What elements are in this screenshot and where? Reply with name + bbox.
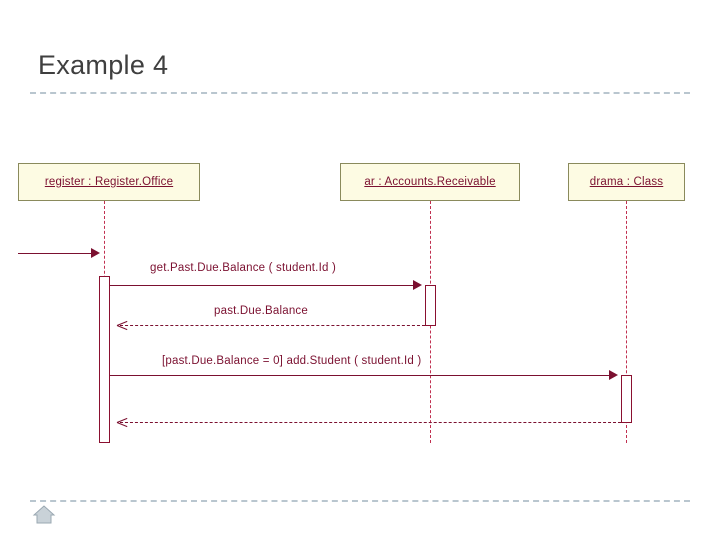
lifeline-label: drama : Class [589,176,664,188]
footer-divider [30,500,690,502]
message-arrow-1 [413,280,422,290]
message-line-3 [110,375,609,376]
message-line-1 [110,285,413,286]
sequence-diagram: register : Register.Office ar : Accounts… [0,0,720,500]
message-line-found [18,253,92,254]
activation-ar [425,285,436,326]
activation-register [99,276,110,443]
message-arrow-4 [117,417,127,427]
lifeline-label: register : Register.Office [44,176,174,188]
home-icon[interactable] [32,502,58,526]
message-line-4 [120,422,621,423]
page-title: Example 4 [38,50,169,80]
lifeline-dash-drama [626,201,627,443]
message-arrow-2 [117,320,127,330]
title-divider [30,92,690,94]
message-line-2 [120,325,425,326]
message-arrow-found [91,248,100,258]
message-arrow-3 [609,370,618,380]
message-label-1: get.Past.Due.Balance ( student.Id ) [150,262,336,274]
lifeline-head-ar: ar : Accounts.Receivable [340,163,520,201]
message-label-2: past.Due.Balance [214,305,308,317]
lifeline-head-register: register : Register.Office [18,163,200,201]
lifeline-label: ar : Accounts.Receivable [364,176,496,188]
activation-drama [621,375,632,423]
message-label-3: [past.Due.Balance = 0] add.Student ( stu… [162,355,422,367]
lifeline-head-drama: drama : Class [568,163,685,201]
